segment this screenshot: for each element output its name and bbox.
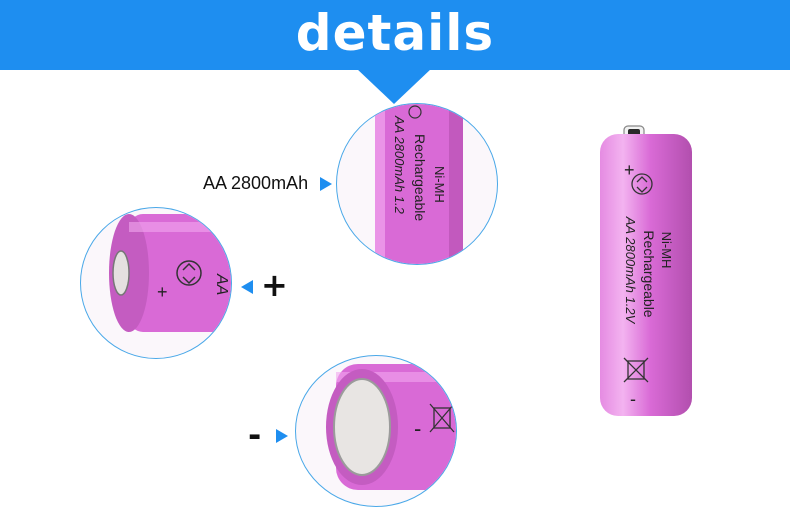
battery-crossed-bin-icon <box>623 357 649 383</box>
negative-terminal-zoom-view: - <box>295 355 457 507</box>
header-banner <box>0 0 790 70</box>
negative-callout-arrow-icon <box>276 429 288 443</box>
zoom-positive-mark: + <box>157 282 168 302</box>
zoom-recycle-icon-2 <box>176 260 202 286</box>
battery-body <box>600 134 692 416</box>
battery-recycle-icon <box>631 173 653 195</box>
header-pointer-tip <box>356 68 432 104</box>
zoom-spec-fragment: AA <box>213 273 230 295</box>
positive-terminal-illustration: + AA <box>109 214 231 332</box>
positive-terminal-zoom-view: + AA <box>80 207 232 359</box>
positive-callout-arrow-icon <box>241 280 253 294</box>
label-zoom-view: AA 2800mAh 1.2 Rechargeable Ni-MH <box>336 103 498 265</box>
zoom-recycle-icon <box>408 105 422 119</box>
battery-full-view: + Ni-MH Rechargeable AA 2800mAh 1.2V - <box>600 125 692 416</box>
capacity-callout-label: AA 2800mAh <box>203 173 309 193</box>
capacity-callout-arrow-icon <box>320 177 332 191</box>
zoom-rechargeable-text: Rechargeable <box>412 134 428 221</box>
battery-spec-text: AA 2800mAh 1.2V <box>623 216 638 325</box>
negative-callout-sign: - <box>248 416 262 454</box>
battery-type-text: Ni-MH <box>659 232 674 269</box>
zoom-spec-text: AA 2800mAh 1.2 <box>392 115 407 215</box>
battery-positive-mark: + <box>624 160 635 180</box>
zoom-crossed-bin-icon <box>429 403 455 433</box>
zoom-negative-mark: - <box>414 416 421 441</box>
negative-terminal-illustration: - <box>326 364 456 490</box>
positive-callout-sign: + <box>261 266 288 304</box>
battery-negative-mark: - <box>630 389 636 409</box>
label-zoom-illustration: AA 2800mAh 1.2 Rechargeable Ni-MH <box>375 104 463 264</box>
zoom-type-text: Ni-MH <box>432 166 447 203</box>
page-title: details <box>295 4 495 62</box>
battery-rechargeable-text: Rechargeable <box>641 230 657 317</box>
